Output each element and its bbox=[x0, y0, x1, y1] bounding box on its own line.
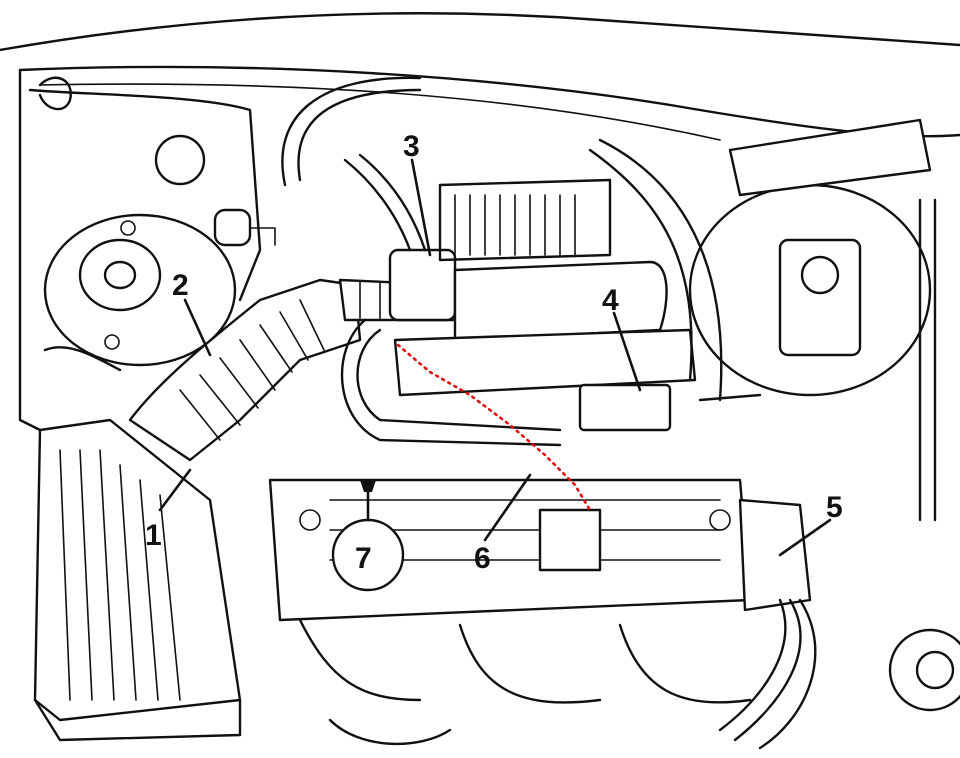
strut-mount bbox=[43, 213, 237, 372]
fuel-rail bbox=[393, 328, 762, 432]
oil-cap-pointer-icon bbox=[360, 480, 376, 492]
hood-outline bbox=[0, 12, 960, 141]
callout-1: 1 bbox=[145, 519, 162, 552]
dotted-path bbox=[396, 343, 592, 512]
leader-lines bbox=[158, 158, 832, 557]
callout-2: 2 bbox=[172, 269, 189, 302]
coolant-hose bbox=[340, 318, 562, 447]
distributor bbox=[718, 498, 817, 750]
callout-4: 4 bbox=[602, 284, 619, 317]
brake-booster bbox=[688, 183, 937, 522]
relay-box bbox=[728, 118, 932, 197]
canister bbox=[213, 208, 276, 247]
wheel-hub bbox=[888, 628, 960, 712]
air-cleaner-box bbox=[33, 418, 242, 742]
brake-lines bbox=[281, 76, 723, 402]
callout-7: 7 bbox=[355, 542, 372, 575]
callout-6: 6 bbox=[474, 542, 491, 575]
callout-5: 5 bbox=[826, 491, 843, 524]
throttle-housing bbox=[343, 153, 668, 342]
exhaust-manifold bbox=[298, 618, 752, 746]
callout-3: 3 bbox=[403, 130, 420, 163]
